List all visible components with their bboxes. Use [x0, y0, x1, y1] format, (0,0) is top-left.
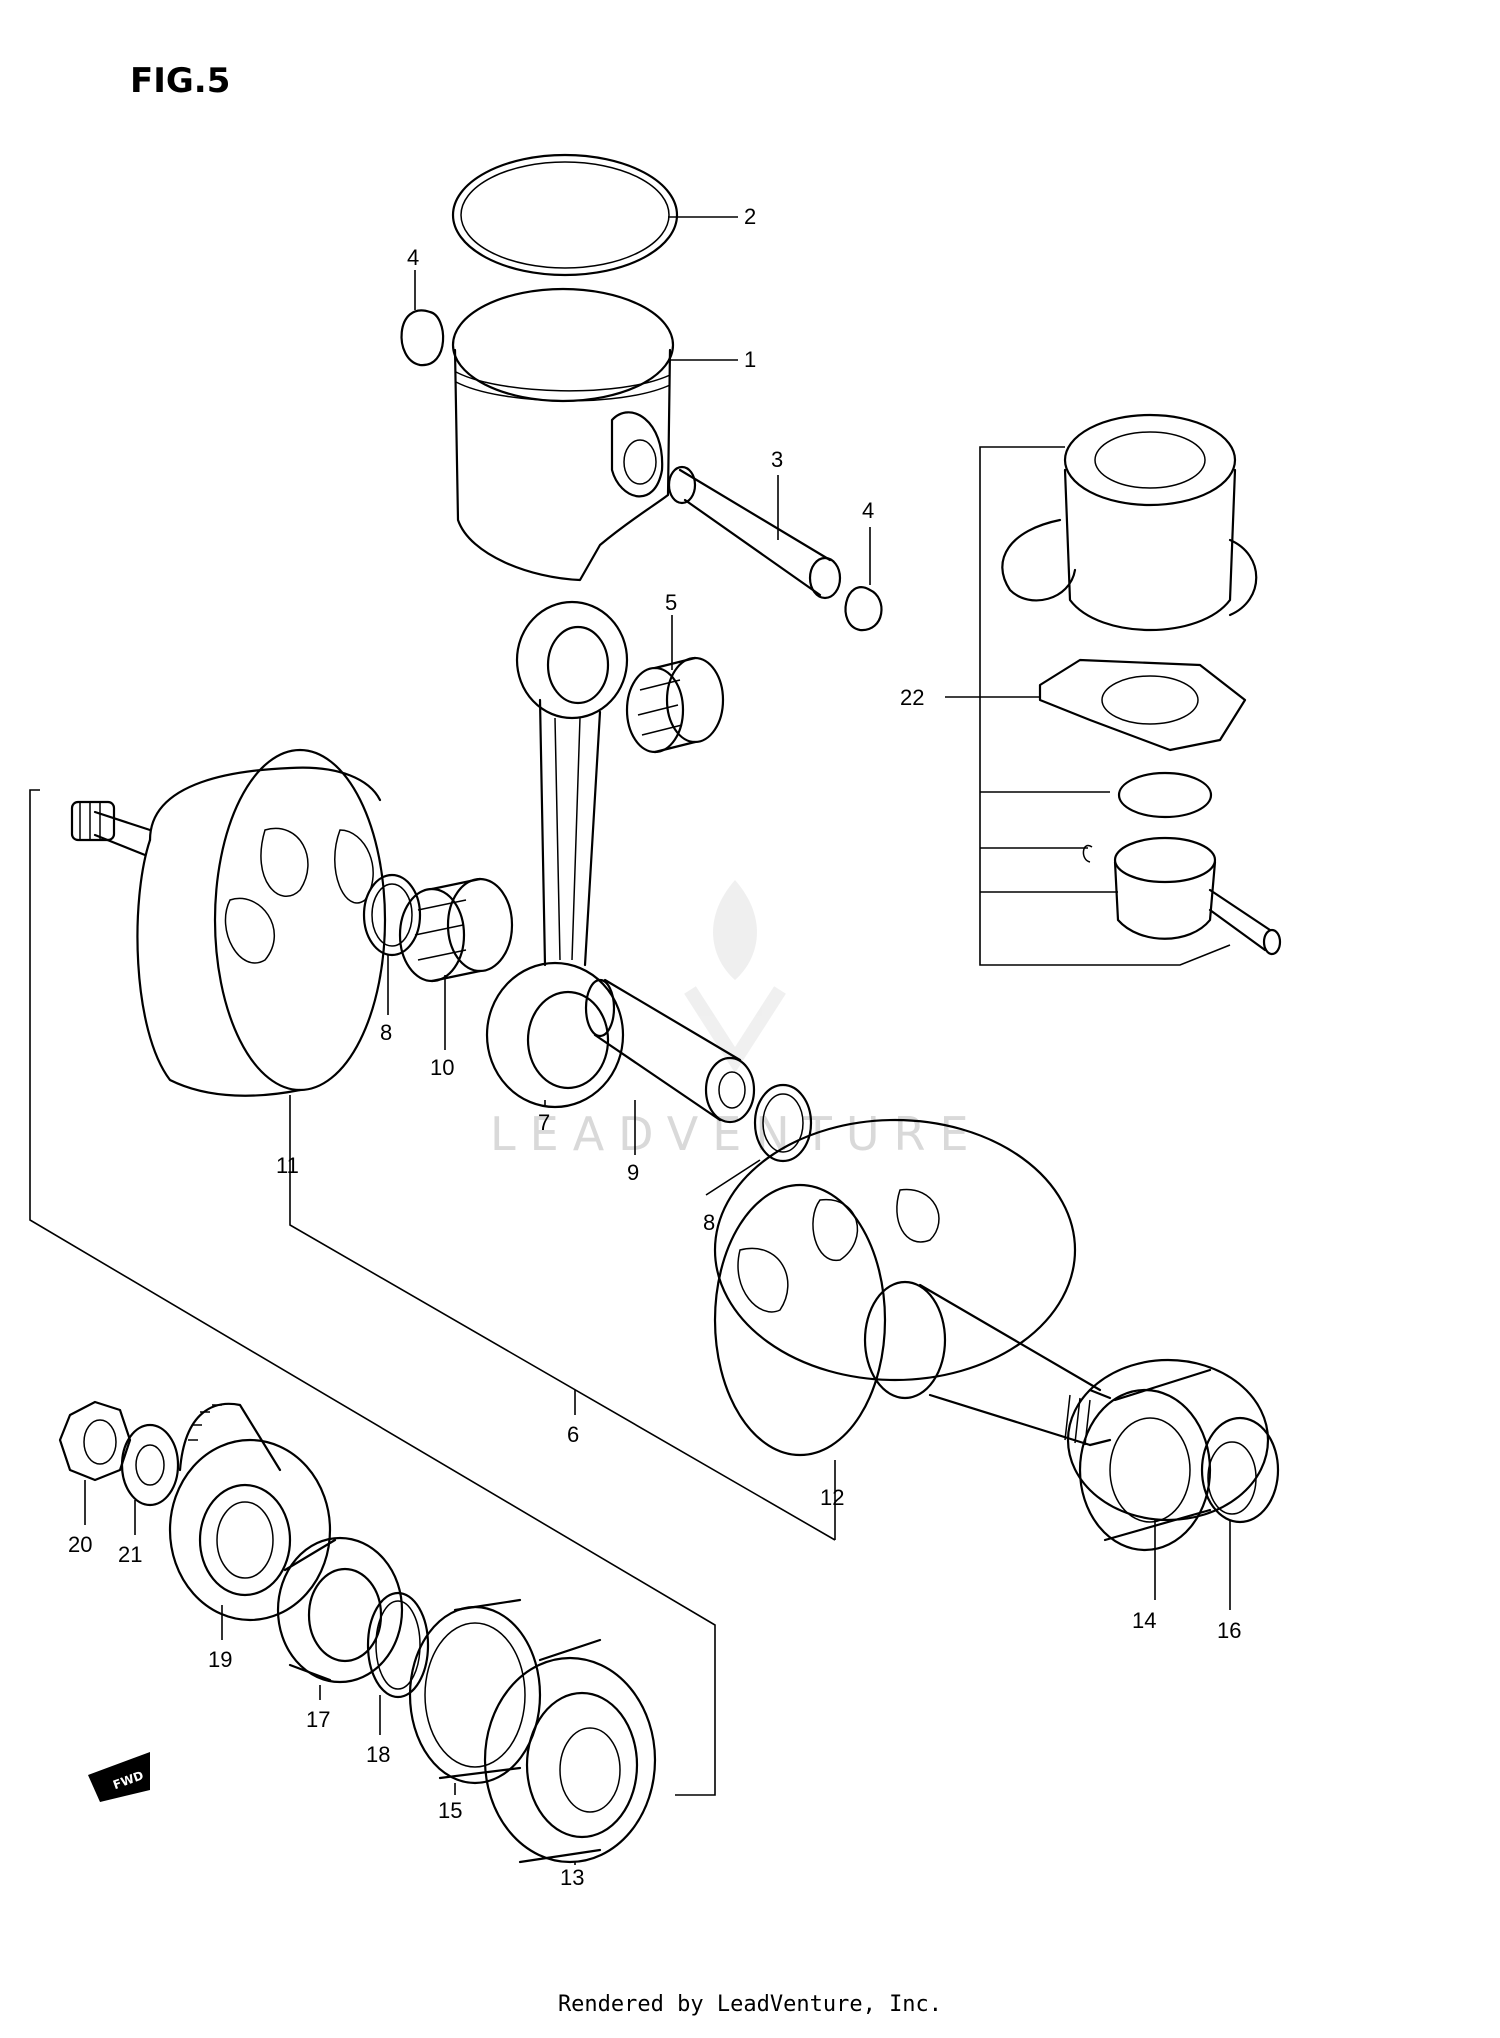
callout-8: 8: [380, 1020, 392, 1045]
thrust-washer-right[interactable]: [753, 1083, 813, 1163]
piston-ring[interactable]: [451, 153, 679, 277]
piston-pin-circlip-right[interactable]: [844, 586, 883, 632]
callout-21: 21: [118, 1542, 142, 1567]
left-oil-seal[interactable]: [408, 1598, 542, 1785]
callout-13: 13: [560, 1865, 584, 1890]
callout-19: 19: [208, 1647, 232, 1672]
callout-11: 11: [276, 1153, 299, 1178]
connecting-rod[interactable]: [485, 600, 629, 1109]
callout-6: 6: [567, 1422, 579, 1447]
callout-1: 1: [744, 347, 756, 372]
watermark-text: LEADVENTURE: [490, 1107, 983, 1161]
big-end-needle-bearing[interactable]: [398, 877, 514, 983]
crankshaft-spacer[interactable]: [276, 1536, 404, 1684]
right-main-bearing[interactable]: [1066, 1358, 1270, 1552]
callout-3: 3: [771, 447, 783, 472]
callout-20: 20: [68, 1532, 92, 1557]
left-main-bearing[interactable]: [483, 1638, 657, 1864]
piston-set-illustration: [1082, 771, 1282, 956]
left-crank-web[interactable]: [70, 748, 387, 1097]
crankshaft-nut[interactable]: [58, 1400, 132, 1482]
small-end-needle-bearing[interactable]: [625, 656, 725, 754]
callout-4: 4: [407, 245, 419, 270]
callout-12: 12: [820, 1485, 844, 1510]
callout-22: 22: [900, 685, 924, 710]
piston-pin-circlip-left[interactable]: [400, 309, 445, 367]
callout-7: 7: [538, 1110, 550, 1135]
crank-pin[interactable]: [584, 978, 756, 1124]
piston[interactable]: [451, 287, 675, 582]
callout-17: 17: [306, 1707, 330, 1732]
thrust-washer-left[interactable]: [362, 873, 422, 957]
figure-title: FIG.5: [130, 61, 230, 101]
callout-labels: 2 1 4 3 4 5 22 8 10 7 9 8 11 6 12 14 16 …: [68, 204, 1241, 1890]
callout-15: 15: [438, 1798, 462, 1823]
callout-4: 4: [862, 498, 874, 523]
callout-16: 16: [1217, 1618, 1241, 1643]
right-oil-seal[interactable]: [1200, 1416, 1280, 1524]
assembly-brackets: [29, 446, 1231, 1796]
piston-pin[interactable]: [667, 465, 842, 600]
primary-drive-gear[interactable]: [168, 1402, 332, 1622]
callout-18: 18: [366, 1742, 390, 1767]
callout-14: 14: [1132, 1608, 1156, 1633]
watermark-logo: [684, 880, 786, 1073]
callout-9: 9: [627, 1160, 639, 1185]
callout-5: 5: [665, 590, 677, 615]
callout-8: 8: [703, 1210, 715, 1235]
lock-washer[interactable]: [120, 1423, 180, 1507]
front-direction-arrow-icon: FWD: [88, 1752, 150, 1802]
cylinder-base-gasket[interactable]: [1038, 658, 1247, 752]
callout-leaders: [84, 216, 1231, 1865]
o-ring[interactable]: [366, 1591, 430, 1699]
callout-10: 10: [430, 1055, 454, 1080]
callout-2: 2: [744, 204, 756, 229]
cylinder-assembly-illustration: [1001, 413, 1258, 631]
right-crank-web[interactable]: [713, 1118, 1112, 1457]
rendered-by-footer: Rendered by LeadVenture, Inc.: [557, 1992, 943, 2017]
